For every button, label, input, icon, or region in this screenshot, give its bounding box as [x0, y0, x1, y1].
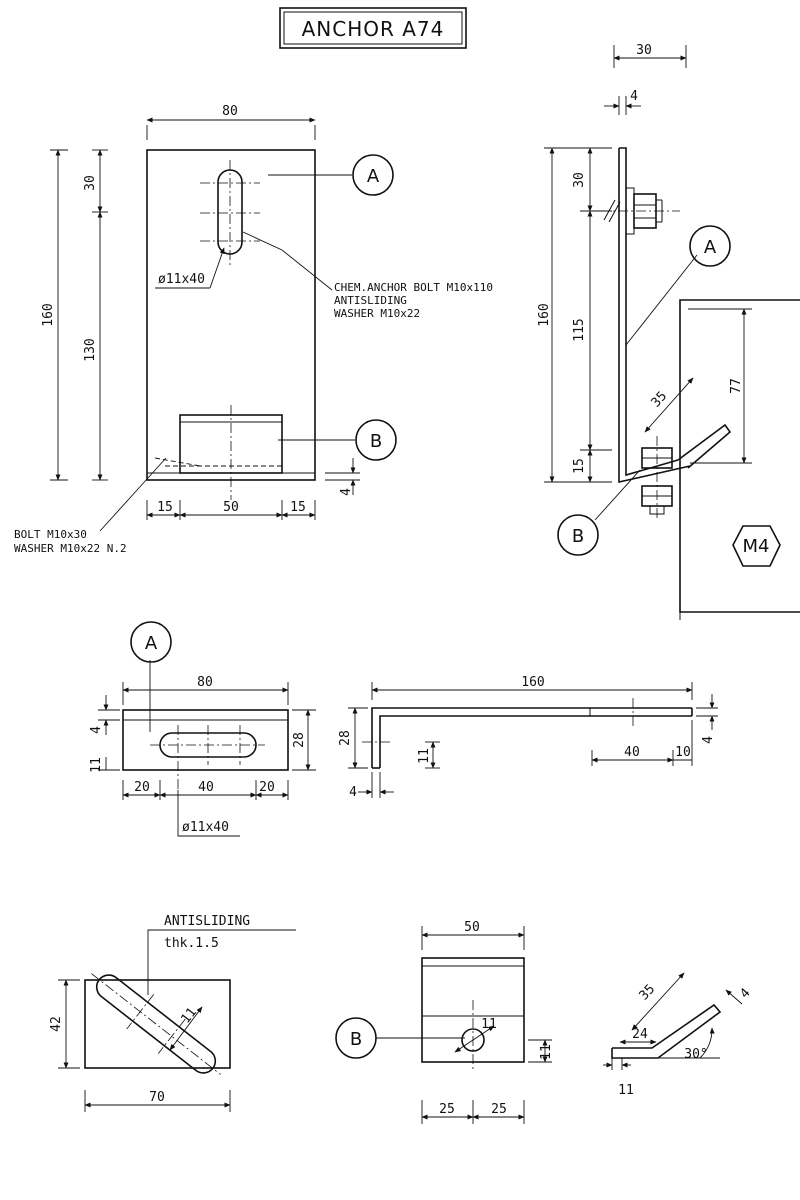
dim-total-height: 160	[41, 303, 56, 326]
bracket-b-hole-label: 11	[481, 1017, 497, 1032]
anchor-note-line3: WASHER M10x22	[334, 307, 420, 320]
callout-a-front	[352, 154, 394, 196]
material-badge-label: M4	[743, 536, 770, 557]
dim-lower-height: 130	[83, 338, 98, 361]
profile-dim-hole-offset: 11	[417, 748, 432, 764]
angle-dim-base: 24	[632, 1027, 648, 1042]
antisliding-slot	[95, 974, 217, 1074]
side-dim-mid-height: 115	[572, 318, 587, 341]
plate-dim-lip: 4	[89, 726, 104, 734]
plate-dim-depth: 28	[292, 732, 307, 748]
side-dim-bolt-offset: 30	[572, 172, 587, 188]
anchor-note-line1: CHEM.ANCHOR BOLT M10x110	[334, 281, 493, 294]
side-dim-plate-thickness: 4	[630, 89, 638, 104]
bracket-b-dim-hole-offset: 11	[539, 1044, 554, 1060]
plate-top-outline	[122, 709, 289, 771]
title-frame-inner	[283, 11, 463, 45]
dim-top-offset: 30	[83, 175, 98, 191]
antisliding-label: ANTISLIDING	[164, 914, 250, 929]
profile-dim-end-offset: 10	[675, 745, 691, 760]
bracket-b-view: 11 50 11 25 25 B	[335, 920, 554, 1124]
callout-b-side-label: B	[572, 526, 584, 547]
angle-dim-thickness: 11	[618, 1083, 634, 1098]
bracket-b-dim-left: 25	[439, 1102, 455, 1117]
side-view: 30 4 160 30 115 15 35 77 A	[537, 43, 800, 620]
wall-slab-outline	[679, 299, 800, 613]
profile-dim-thickness-right: 4	[701, 736, 716, 744]
angle-dim-arm: 35	[637, 982, 659, 1004]
side-dim-total-height: 160	[537, 303, 552, 326]
dim-bracket-width: 50	[223, 500, 239, 515]
bracket-b-dim-width: 50	[464, 920, 480, 935]
bracket-arm	[677, 423, 732, 469]
dim-width: 80	[222, 104, 238, 119]
callout-a-front-label: A	[367, 166, 380, 187]
drawing-title: ANCHOR A74	[302, 17, 445, 41]
callout-a-plate-label: A	[145, 633, 158, 654]
slot-label: ø11x40	[158, 272, 205, 287]
antisliding-dim-height: 42	[49, 1016, 64, 1032]
side-dim-top-width: 30	[636, 43, 652, 58]
title-frame-outer	[279, 7, 467, 49]
angle-detail-view: 11 24 35 4 30°	[603, 972, 754, 1098]
callout-a-side-label: A	[704, 237, 717, 258]
callout-a-plate	[130, 621, 172, 663]
callout-b-front-label: B	[370, 431, 382, 452]
side-dim-bottom-offset: 15	[572, 458, 587, 474]
antisliding-view: ANTISLIDING thk.1.5 11 42 70	[49, 914, 296, 1112]
callout-b-side	[557, 514, 599, 556]
anchor-note-line2: ANTISLIDING	[334, 294, 407, 307]
callout-b-bracket-label: B	[350, 1029, 362, 1050]
plate-dim-slot-length: 40	[198, 780, 214, 795]
plate-view: A 80 4 11 28 20 40 20 ø11x40	[89, 621, 316, 837]
bracket-b-dim-right: 25	[491, 1102, 507, 1117]
bolt-note-line2: WASHER M10x22 N.2	[14, 542, 127, 555]
side-dim-wall-offset: 77	[729, 378, 744, 394]
callout-a-side	[689, 225, 731, 267]
plate-dim-slot-offset: 11	[89, 757, 104, 773]
material-badge	[732, 525, 781, 567]
callout-b-front	[355, 419, 397, 461]
profile-dim-thickness-bottom: 4	[349, 785, 357, 800]
profile-dim-hole-span: 40	[624, 745, 640, 760]
antisliding-dim-width: 70	[149, 1090, 165, 1105]
profile-dim-leg-height: 28	[338, 730, 353, 746]
antisliding-outline	[84, 979, 231, 1069]
angle-dim-degrees: 30°	[684, 1047, 707, 1062]
plate-slot-label: ø11x40	[182, 820, 229, 835]
antisliding-thickness: thk.1.5	[164, 936, 219, 951]
plate-dim-width: 80	[197, 675, 213, 690]
callout-b-bracket	[335, 1017, 377, 1059]
dim-thickness: 4	[339, 488, 354, 496]
title-block: ANCHOR A74	[279, 7, 467, 49]
dim-right-margin: 15	[290, 500, 306, 515]
profile-dim-length: 160	[521, 675, 544, 690]
bolt-note-line1: BOLT M10x30	[14, 528, 87, 541]
dim-left-margin: 15	[157, 500, 173, 515]
plate-dim-left: 20	[134, 780, 150, 795]
l-profile-view: 160 4 28 11 4 40 10	[338, 675, 718, 800]
front-view: 80 160 30 130 4 15 50 15 ø11x40	[14, 104, 493, 555]
angle-dim-arm-thickness: 4	[737, 986, 753, 1002]
plate-dim-right: 20	[259, 780, 275, 795]
